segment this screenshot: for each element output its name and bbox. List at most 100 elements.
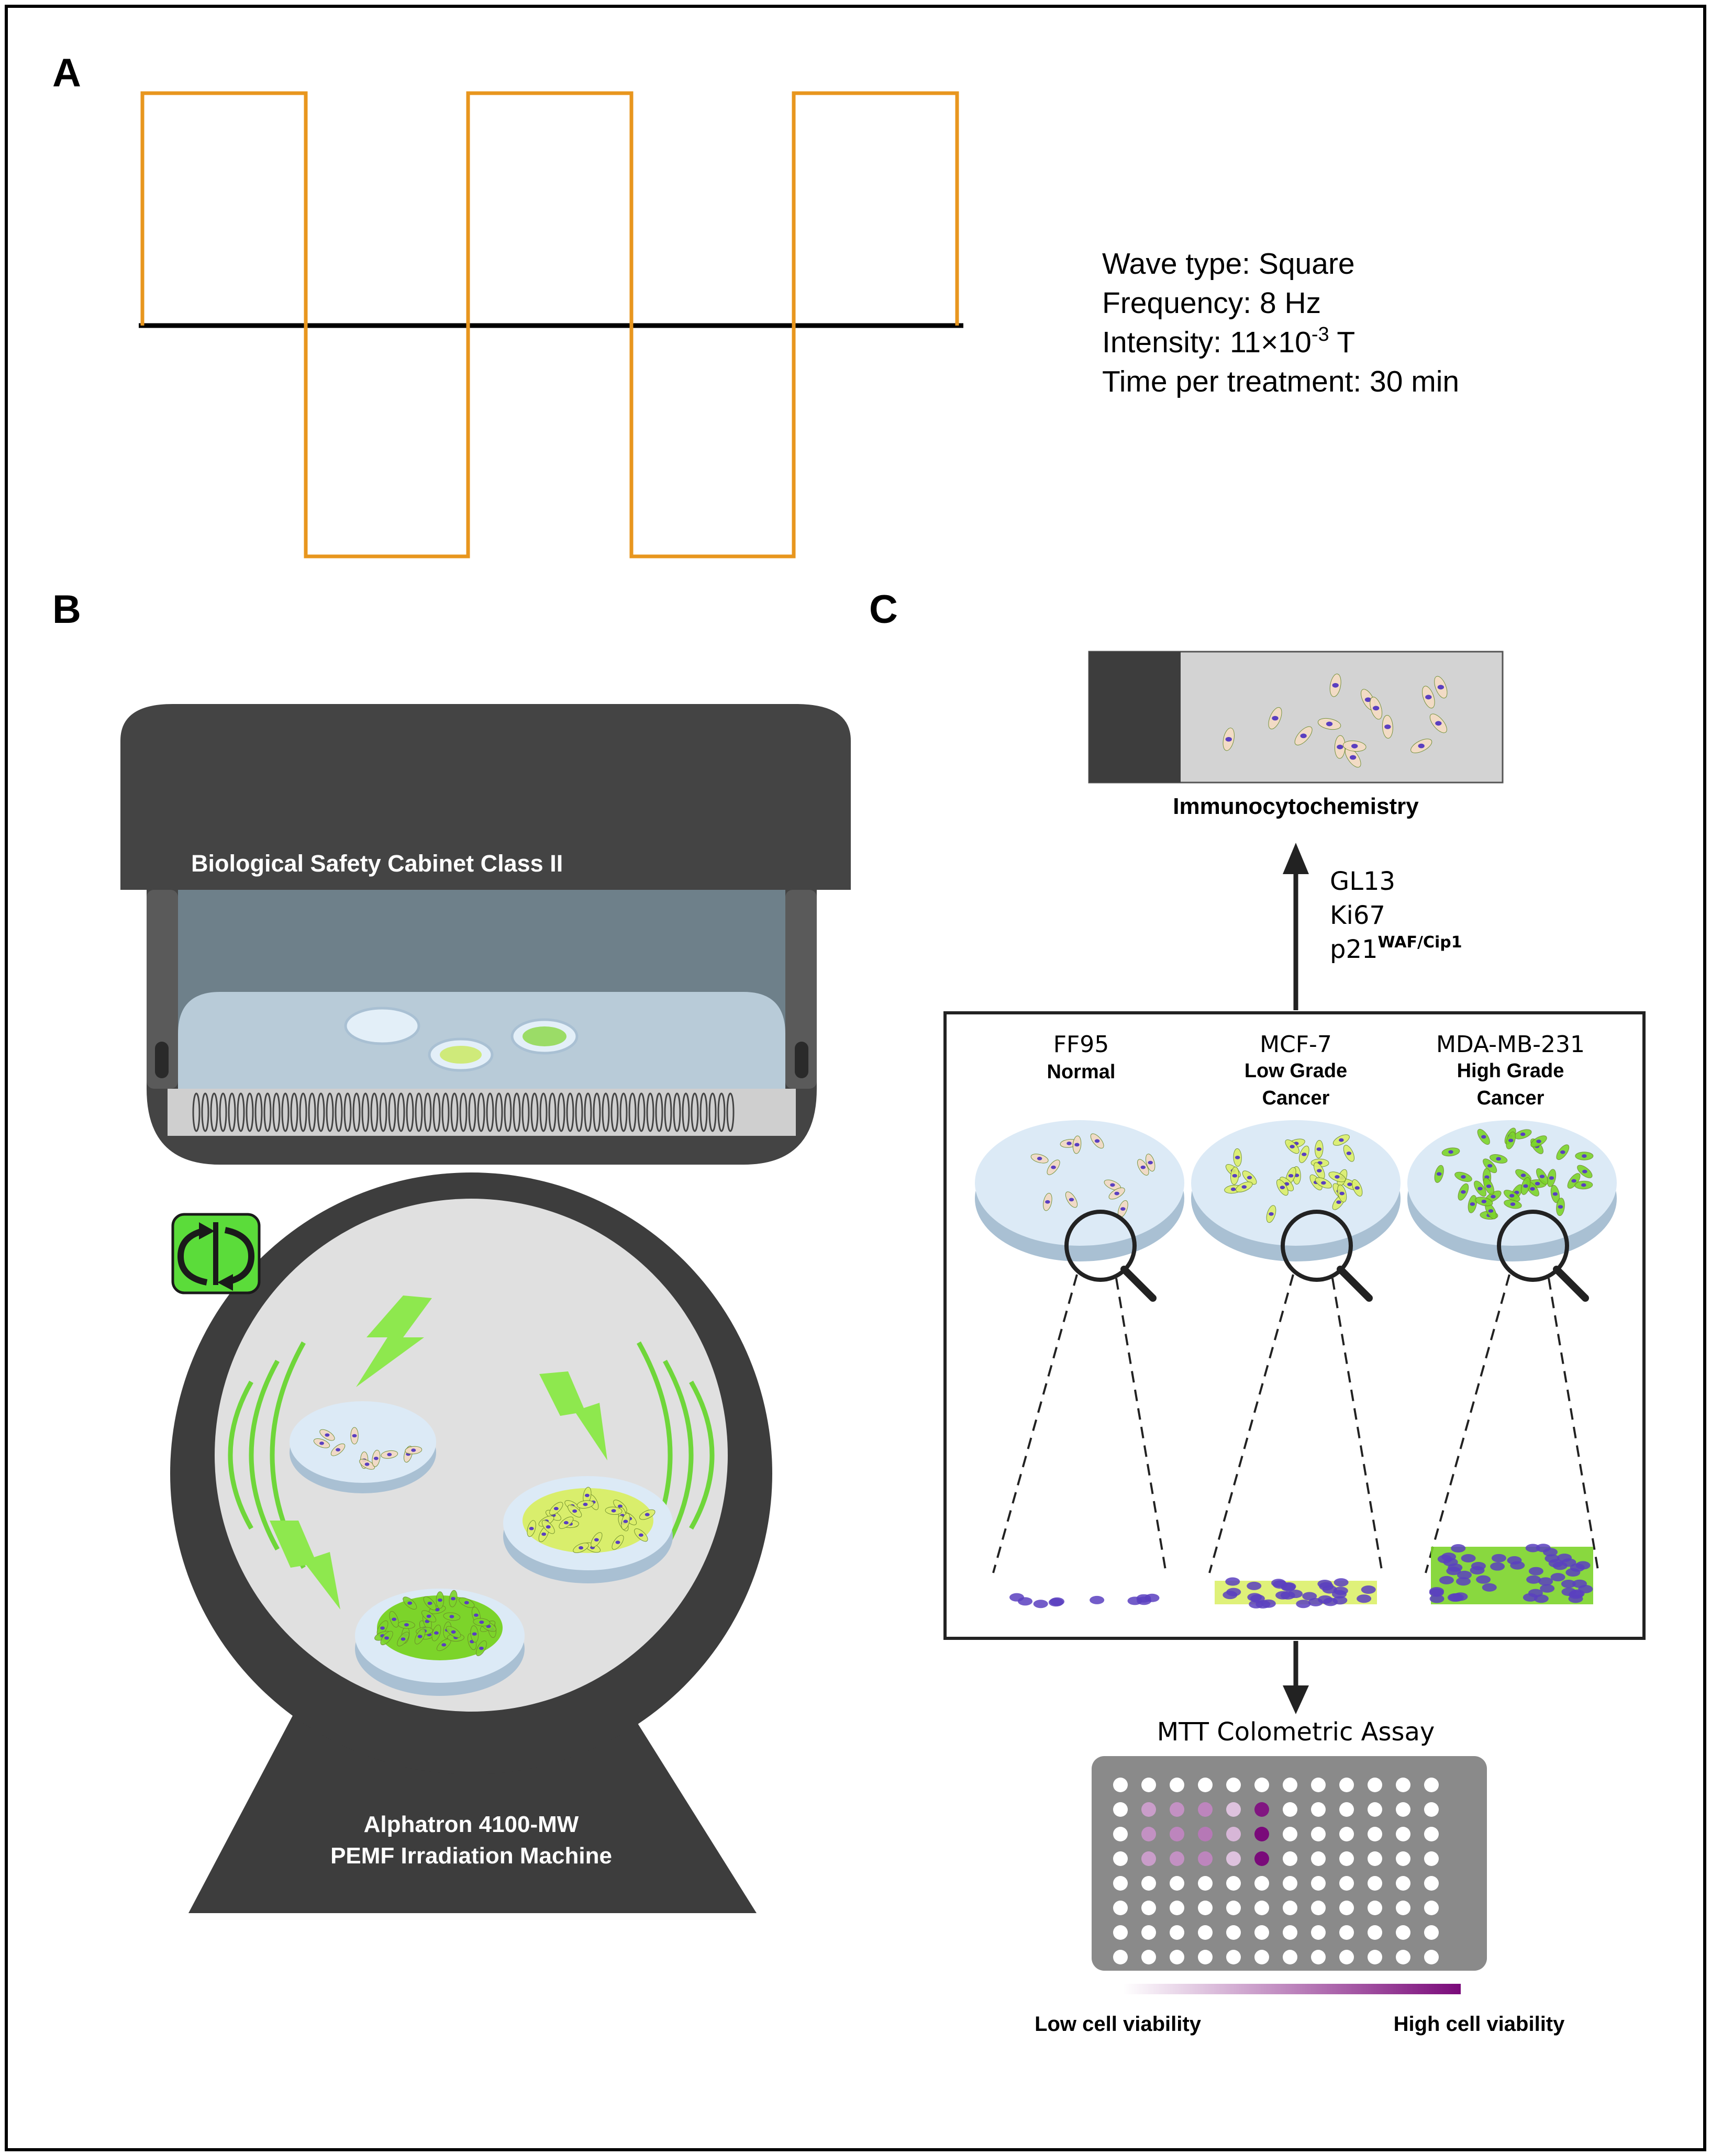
mtt-well [1339,1778,1354,1792]
mtt-well [1339,1901,1354,1915]
mtt-well [1198,1827,1213,1841]
mtt-well [1424,1851,1439,1866]
mtt-well [1368,1950,1382,1964]
lightning-bolt-icon [539,1371,607,1460]
mtt-well [1368,1778,1382,1792]
mtt-well [1141,1778,1156,1792]
field-arc-left [249,1359,280,1551]
mtt-well [1424,1827,1439,1841]
cell-line-name: FF95 [1053,1031,1109,1058]
mtt-well [1311,1925,1326,1940]
lightning-bolt-icon [270,1521,340,1610]
mtt-well [1170,1925,1184,1940]
mtt-well [1226,1778,1241,1792]
mtt-well [1368,1802,1382,1817]
mtt-well [1254,1827,1269,1841]
viability-gradient-bar [1123,1984,1461,1994]
mtt-well [1113,1802,1128,1817]
cell-line-mdamb231: MDA-MB-231 High Grade Cancer [1436,1031,1585,1109]
field-arc-right [663,1359,694,1551]
param-intensity: Intensity: 11×10-3 T [1102,323,1355,359]
machine-label-line2: PEMF Irradiation Machine [330,1843,612,1869]
mtt-well [1226,1925,1241,1940]
mtt-well [1283,1851,1297,1866]
mtt-well [1198,1778,1213,1792]
mtt-well [1254,1950,1269,1964]
pemf-machine: Alphatron 4100-MW PEMF Irradiation Machi… [170,1172,772,1913]
safety-cabinet: Biological Safety Cabinet Class II [120,704,851,1165]
mtt-well [1311,1950,1326,1964]
mtt-well [1396,1925,1410,1940]
cabinet-dish [344,1007,420,1045]
mtt-well [1226,1802,1241,1817]
mtt-well [1283,1901,1297,1915]
intensity-unit: T [1329,326,1356,359]
arrow-head-up [1283,843,1309,874]
figure-frame [5,5,1706,2151]
mtt-well [1254,1802,1269,1817]
mtt-well [1170,1802,1184,1817]
cabinet-grill-slots [192,1092,735,1132]
mtt-well [1198,1876,1213,1891]
machine-chamber [215,1199,728,1712]
mtt-well [1339,1851,1354,1866]
panel-label-b: B [52,587,81,632]
marker-p21-superscript: WAF/Cip1 [1378,933,1462,952]
mtt-well [1424,1876,1439,1891]
panel-label-a: A [52,51,81,95]
mtt-well [1283,1876,1297,1891]
mtt-well [1226,1876,1241,1891]
mtt-well [1141,1851,1156,1866]
icc-label: Immunocytochemistry [1173,794,1419,819]
mtt-well [1113,1778,1128,1792]
mtt-well [1396,1778,1410,1792]
param-time: Time per treatment: 30 min [1102,365,1459,398]
mtt-well [1311,1827,1326,1841]
mtt-well [1170,1778,1184,1792]
mtt-well [1113,1950,1128,1964]
machine-dish-low-grade [503,1476,673,1583]
marker-p21: p21WAF/Cip1 [1330,933,1462,964]
mtt-well [1424,1950,1439,1964]
mtt-well [1339,1876,1354,1891]
panel-label-c: C [869,587,898,632]
mtt-wells [1113,1778,1439,1964]
mtt-well [1254,1901,1269,1915]
mtt-well [1396,1802,1410,1817]
cell-line-desc: Normal [1047,1061,1116,1083]
mtt-well [1226,1950,1241,1964]
cell-line-desc: Cancer [1262,1087,1330,1109]
mtt-well [1311,1901,1326,1915]
wave-parameters: Wave type: Square Frequency: 8 Hz Intens… [1102,247,1459,398]
cabinet-hood [120,704,851,890]
mtt-well [1283,1802,1297,1817]
mtt-well [1141,1925,1156,1940]
arrow-head-down [1283,1685,1309,1714]
mtt-well [1113,1901,1128,1915]
cabinet-dish-cells [523,1026,566,1046]
mtt-well [1283,1827,1297,1841]
mtt-well [1424,1802,1439,1817]
mtt-well [1311,1802,1326,1817]
mtt-well [1311,1876,1326,1891]
machine-dish-normal [290,1401,436,1493]
cell-line-name: MCF-7 [1260,1031,1332,1058]
mtt-well [1396,1827,1410,1841]
cabinet-arm-right [785,890,817,1089]
mtt-well [1368,1851,1382,1866]
field-arc-left [228,1380,253,1530]
mtt-well [1141,1950,1156,1964]
mtt-well [1113,1827,1128,1841]
mtt-well [1254,1851,1269,1866]
mtt-well [1226,1851,1241,1866]
mtt-title: MTT Colometric Assay [1157,1717,1435,1747]
mtt-well [1113,1876,1128,1891]
mtt-well [1170,1950,1184,1964]
mtt-well [1141,1901,1156,1915]
low-viability-label: Low cell viability [1035,2013,1202,2036]
mtt-well [1170,1901,1184,1915]
mtt-well [1311,1851,1326,1866]
mtt-well [1396,1901,1410,1915]
mtt-well [1254,1925,1269,1940]
lightning-bolt-icon [356,1295,432,1387]
